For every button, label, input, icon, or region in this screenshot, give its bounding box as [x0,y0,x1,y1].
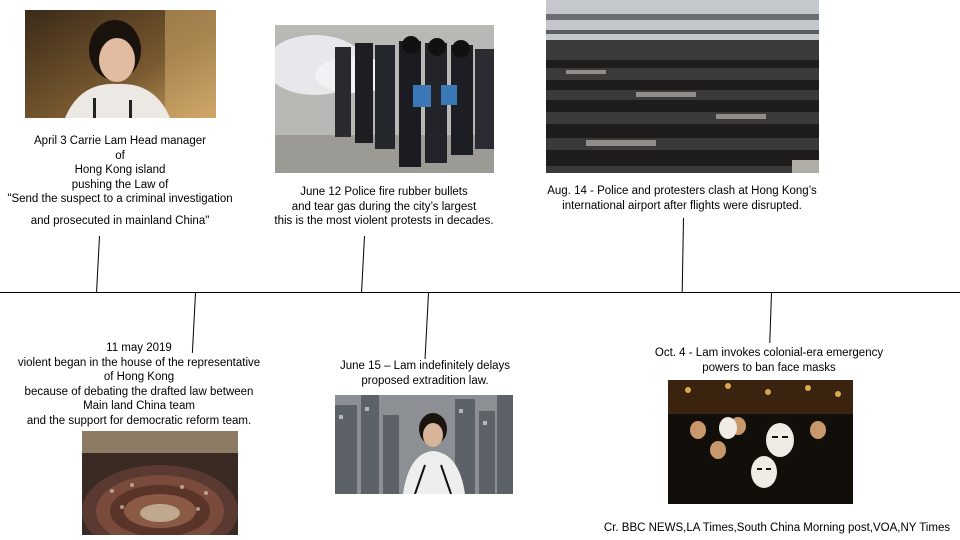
airport-crowd-photo [546,0,819,173]
caption-line: pushing the Law of [71,178,169,191]
caption-oct4: Oct. 4 - Lam invokes colonial-era emerge… [628,346,910,375]
caption-line: proposed extradition law. [361,374,489,387]
lam-press-conference-photo [335,395,513,494]
legislative-chamber-photo [82,431,238,535]
connector-june15 [424,292,429,359]
connector-oct4 [769,292,772,343]
caption-aug14: Aug. 14 - Police and protesters clash at… [527,184,837,213]
caption-line: of [115,149,125,162]
caption-june12: June 12 Police fire rubber bullets and t… [250,185,518,229]
connector-june12 [361,235,365,292]
masked-protesters-photo [668,380,853,504]
caption-line: April 3 Carrie Lam Head manager [34,135,206,147]
caption-line: and prosecuted in mainland China" [30,214,210,227]
caption-line: and tear gas during the city’s largest [291,200,477,213]
caption-line: June 15 – Lam indefinitely delays [339,360,511,372]
caption-line: 11 may 2019 [106,342,172,354]
caption-line: of Hong Kong [103,371,175,383]
caption-line: this is the most violent protests in dec… [274,215,494,227]
caption-line: and the support for democratic reform te… [26,414,252,427]
caption-june15: June 15 – Lam indefinitely delays propos… [320,359,530,388]
caption-line: June 12 Police fire rubber bullets [300,186,468,198]
caption-april3: April 3 Carrie Lam Head manager of Hong … [0,134,240,228]
caption-line: powers to ban face masks [702,361,836,374]
caption-line: "Send the suspect to a criminal investig… [7,193,233,205]
carrie-lam-photo [25,10,216,118]
caption-line: international airport after flights were… [562,199,802,212]
connector-aug14 [681,217,684,293]
credits: Cr. BBC NEWS,LA Times,South China Mornin… [603,522,951,534]
caption-line: violent began in the house of the repres… [17,356,261,369]
caption-line: because of debating the drafted law betw… [24,385,254,398]
caption-line: Main land China team [83,400,195,412]
caption-may11: 11 may 2019 violent began in the house o… [4,341,274,428]
timeline-axis [0,292,960,293]
police-tear-gas-photo [275,25,494,173]
caption-line: Oct. 4 - Lam invokes colonial-era emerge… [654,347,884,359]
caption-line: Hong Kong island [74,164,166,176]
connector-april3 [96,235,100,292]
caption-line: Aug. 14 - Police and protesters clash at… [547,185,817,197]
